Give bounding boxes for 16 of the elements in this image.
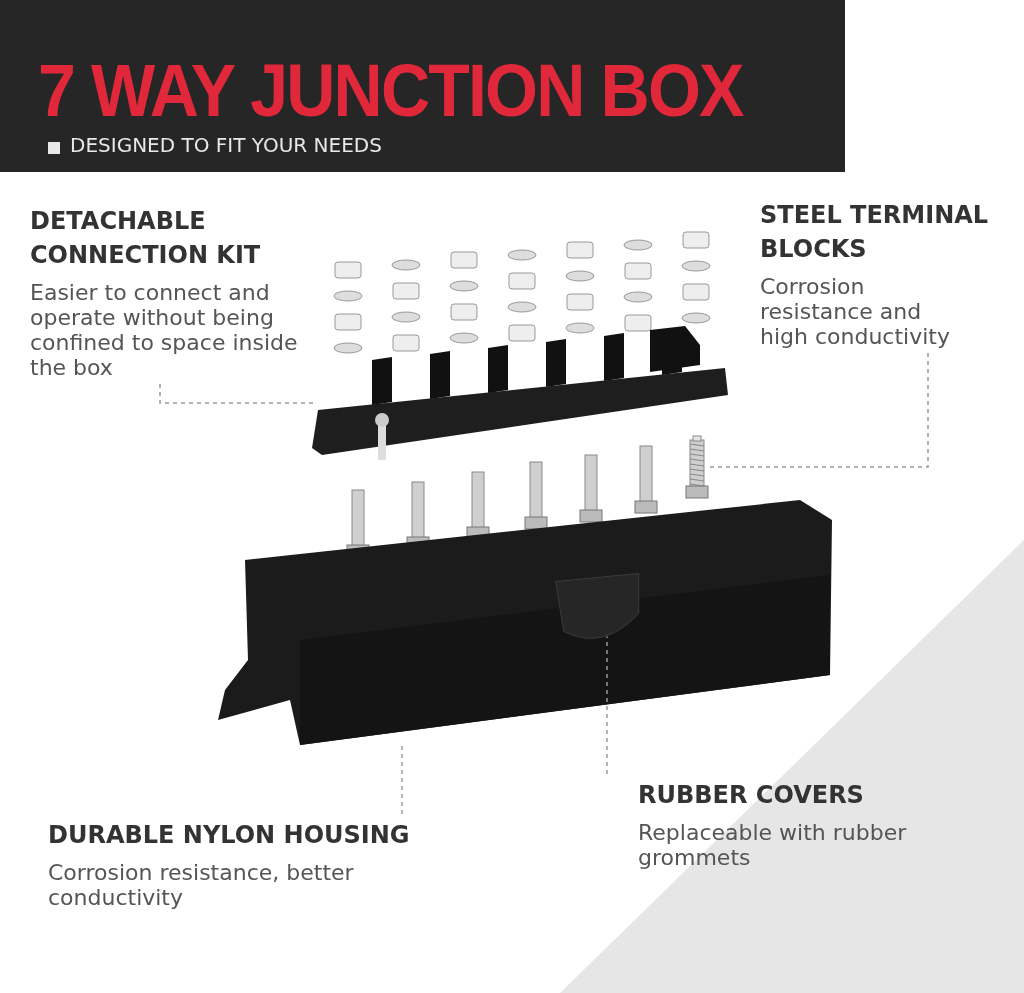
callout-text: Replaceable with rubber grommets	[638, 820, 908, 870]
callout-text: Corrosion resistance, better conductivity	[48, 860, 355, 910]
callout-text: Corrosion resistance and high conductivity	[760, 274, 951, 349]
callout-heading: RUBBER COVERS	[638, 780, 865, 811]
terminal-strip-drawing	[312, 326, 728, 460]
leader-line	[606, 635, 608, 775]
callout-heading: STEEL TERMINAL BLOCKS	[760, 200, 990, 265]
housing-drawing	[218, 500, 832, 745]
title: 7 WAY JUNCTION BOX	[38, 48, 743, 133]
rubber-cover-drawing	[555, 573, 640, 639]
callout-heading: DURABLE NYLON HOUSING	[48, 820, 411, 851]
bolt-drawing	[685, 435, 709, 499]
callout-heading: DETACHABLE CONNECTION KIT	[30, 206, 262, 271]
subtitle: DESIGNED TO FIT YOUR NEEDS	[70, 133, 382, 157]
callout-text: Easier to connect and operate without being confined to space inside the box	[30, 280, 299, 380]
leader-line	[159, 383, 315, 404]
